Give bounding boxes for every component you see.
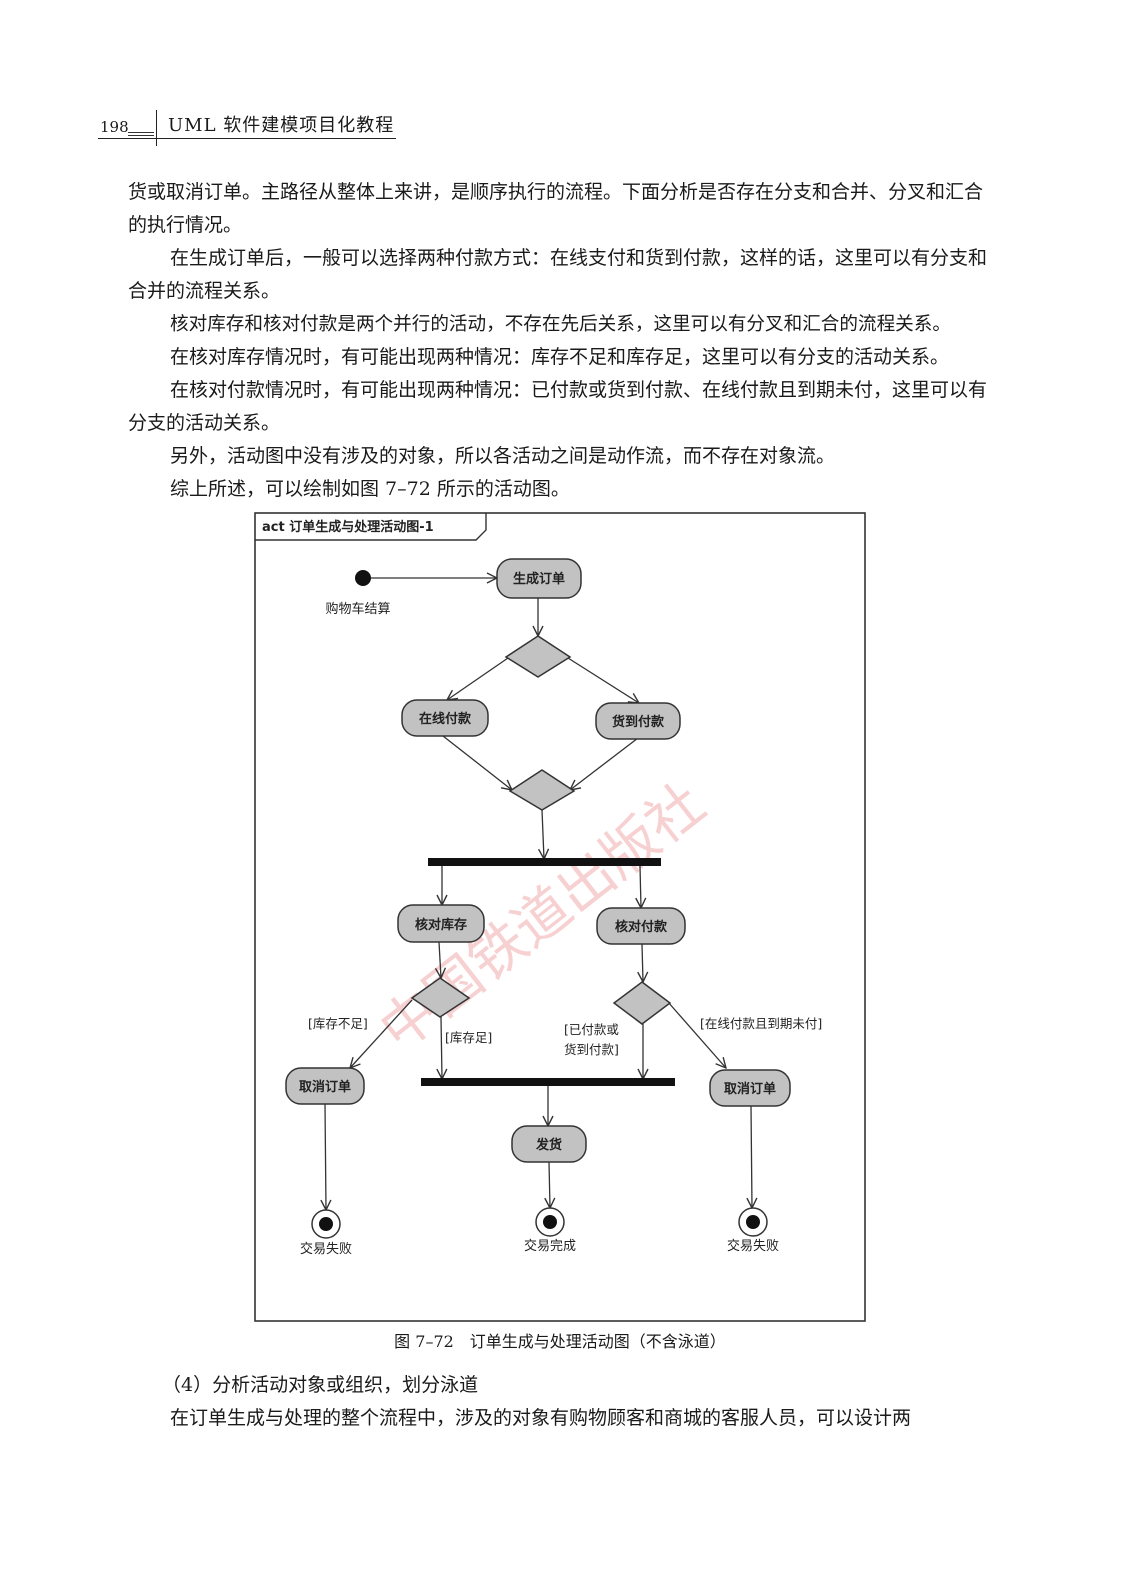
- edge-ship-to-end: [549, 1161, 550, 1208]
- frame-title: act 订单生成与处理活动图-1: [262, 519, 434, 535]
- edge-cancel-left-to-end: [325, 1103, 326, 1210]
- edge-decision-to-cod: [567, 657, 639, 703]
- header-ornament: [128, 135, 154, 136]
- edge-payment-unpaid: [667, 1001, 726, 1068]
- running-header: 198 UML 软件建模项目化教程: [98, 108, 398, 148]
- decision-payment-method: [504, 635, 572, 678]
- activity-label: 取消订单: [724, 1081, 776, 1097]
- activity-cancel-order-left: [285, 1067, 365, 1105]
- paragraph-payment-check: 在核对付款情况时，有可能出现两种情况：已付款或货到付款、在线付款且到期未付，这里…: [128, 379, 988, 434]
- edge-check-payment-to-decision: [642, 943, 643, 982]
- edge-fork-to-check-payment: [640, 865, 641, 908]
- activity-label: 生成订单: [513, 571, 565, 587]
- end-label: 交易完成: [524, 1238, 576, 1254]
- guard-label: [已付款或: [564, 1022, 619, 1037]
- page-number: 198: [100, 118, 129, 136]
- activity-check-stock: [397, 904, 485, 943]
- activity-ship: [511, 1125, 587, 1163]
- start-label: 购物车结算: [325, 601, 390, 617]
- guard-label: [库存足]: [445, 1030, 492, 1045]
- paragraph-action-flow: 另外，活动图中没有涉及的对象，所以各活动之间是动作流，而不存在对象流。: [170, 445, 836, 467]
- paragraph-continuation: 货或取消订单。主路径从整体上来讲，是顺序执行的流程。下面分析是否存在分支和合并、…: [128, 181, 984, 236]
- guard-label: 货到付款]: [564, 1042, 619, 1057]
- activity-diagram: act 订单生成与处理活动图-1 中国铁道出版社 购: [254, 512, 866, 1322]
- edge-merge-to-fork: [542, 809, 544, 859]
- edge-online-to-merge: [442, 735, 512, 790]
- initial-node: [355, 570, 371, 586]
- activity-label: 取消订单: [299, 1079, 351, 1095]
- activity-label: 在线付款: [419, 711, 472, 727]
- activity-label: 核对库存: [415, 917, 467, 933]
- activity-label: 核对付款: [615, 919, 668, 935]
- final-node-dot: [543, 1215, 557, 1229]
- decision-stock: [410, 977, 471, 1018]
- header-divider: [156, 110, 157, 146]
- header-ornament: [128, 132, 154, 133]
- edge-check-stock-to-decision: [439, 941, 441, 978]
- book-title: UML 软件建模项目化教程: [168, 115, 395, 136]
- paragraph-last: 在订单生成与处理的整个流程中，涉及的对象有购物顾客和商城的客服人员，可以设计两: [170, 1407, 912, 1429]
- activity-cancel-order-right: [709, 1069, 791, 1107]
- edge-decision-to-online: [447, 657, 509, 700]
- edge-cancel-right-to-end: [751, 1105, 752, 1208]
- activity-diagram-canvas: act 订单生成与处理活动图-1 中国铁道出版社 购: [254, 512, 866, 1322]
- header-rule: [98, 138, 396, 139]
- final-node-dot: [746, 1215, 760, 1229]
- edge-stock-ok: [441, 1016, 442, 1079]
- activity-cash-on-delivery: [595, 702, 681, 740]
- diagram-frame: [254, 512, 866, 1322]
- edge-stock-short: [350, 999, 413, 1068]
- final-node-dot: [319, 1217, 333, 1231]
- guard-label: [库存不足]: [308, 1016, 368, 1031]
- end-label: 交易失败: [300, 1241, 352, 1257]
- edge-cod-to-merge: [570, 737, 639, 790]
- activity-label: 发货: [535, 1137, 562, 1153]
- figure-caption: 图 7–72 订单生成与处理活动图（不含泳道）: [394, 1332, 726, 1351]
- activity-check-payment: [596, 907, 686, 945]
- guard-label: [在线付款且到期未付]: [700, 1016, 822, 1031]
- paragraph-parallel-activities: 核对库存和核对付款是两个并行的活动，不存在先后关系，这里可以有分叉和汇合的流程关…: [170, 314, 951, 335]
- frame-tab: [255, 513, 487, 541]
- paragraph-summary: 综上所述，可以绘制如图 7–72 所示的活动图。: [170, 478, 570, 500]
- activity-online-payment: [401, 699, 489, 737]
- section-heading: （4）分析活动对象或组织，划分泳道: [162, 1374, 479, 1396]
- fork-bar: [428, 858, 661, 866]
- merge-payment-method: [508, 769, 576, 811]
- end-label: 交易失败: [727, 1238, 779, 1254]
- activity-label: 货到付款: [612, 714, 665, 730]
- paragraph-payment-methods: 在生成订单后，一般可以选择两种付款方式：在线支付和货到付款，这样的话，这里可以有…: [128, 247, 988, 302]
- join-bar: [421, 1078, 675, 1086]
- paragraph-stock-check: 在核对库存情况时，有可能出现两种情况：库存不足和库存足，这里可以有分支的活动关系…: [170, 346, 950, 368]
- activity-create-order: [496, 558, 582, 599]
- decision-payment-status: [612, 981, 672, 1025]
